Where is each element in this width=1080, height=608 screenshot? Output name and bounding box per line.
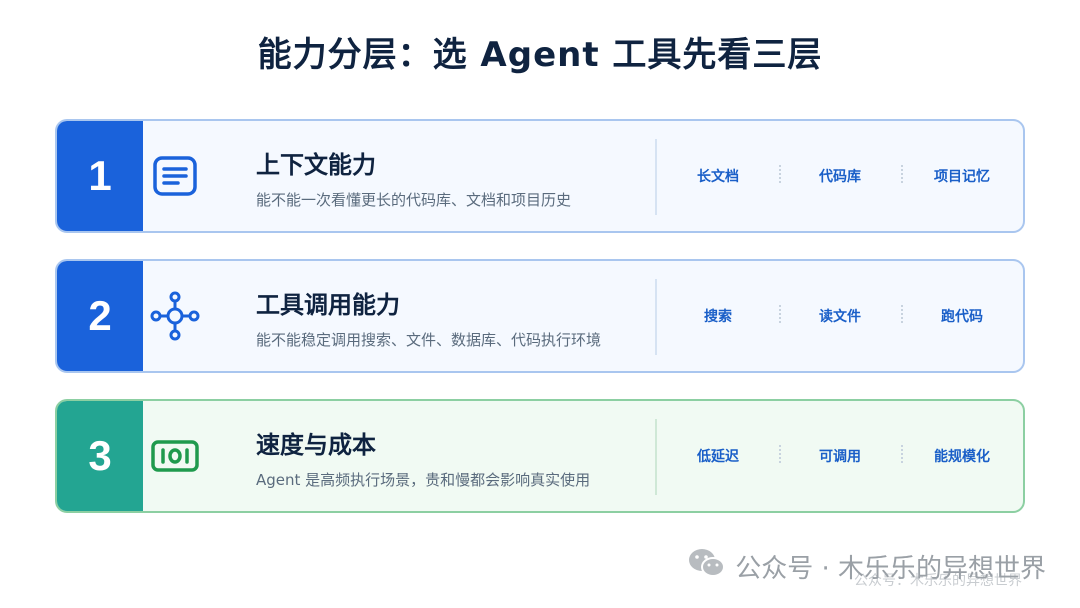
layer-card-tools: 2 工具调用能力 能不能稳定调用搜索、文件、数据库、代码执行环境 搜索 读文件 …: [55, 259, 1025, 373]
tag: 项目记忆: [901, 165, 1023, 186]
card-description: 能不能一次看懂更长的代码库、文档和项目历史: [256, 191, 572, 209]
layer-number: 1: [57, 121, 143, 231]
card-description: Agent 是高频执行场景，贵和慢都会影响真实使用: [256, 471, 591, 489]
watermark-ghost-text: 公众号：木乐乐的异想世界: [854, 573, 1022, 589]
tag: 代码库: [779, 165, 901, 186]
divider: [655, 419, 657, 495]
layer-number: 2: [57, 261, 143, 371]
card-description: 能不能稳定调用搜索、文件、数据库、代码执行环境: [256, 331, 602, 349]
tag: 能规模化: [901, 445, 1023, 466]
watermark: 公众号 · 木乐乐的异想世界: [687, 546, 1046, 586]
tag-list: 搜索 读文件 跑代码: [657, 261, 1023, 371]
card-title: 上下文能力: [256, 151, 376, 179]
watermark-text: 公众号 · 木乐乐的异想世界: [735, 553, 1046, 584]
document-icon: [143, 121, 207, 231]
tag: 读文件: [779, 305, 901, 326]
page-title: 能力分层：选 Agent 工具先看三层: [257, 35, 823, 75]
tag: 低延迟: [697, 449, 739, 465]
tag: 长文档: [697, 169, 739, 185]
divider: [655, 139, 657, 215]
tag: 跑代码: [901, 305, 1023, 326]
tag: 可调用: [779, 445, 901, 466]
cash-icon: [143, 401, 207, 511]
network-hub-icon: [143, 261, 207, 371]
layer-card-speed-cost: 3 速度与成本 Agent 是高频执行场景，贵和慢都会影响真实使用 低延迟 可调…: [55, 399, 1025, 513]
card-title: 速度与成本: [256, 431, 376, 459]
layer-number: 3: [57, 401, 143, 511]
card-title: 工具调用能力: [256, 291, 400, 319]
divider: [655, 279, 657, 355]
tag-list: 低延迟 可调用 能规模化: [657, 401, 1023, 511]
wechat-icon: [687, 546, 727, 587]
layer-card-context: 1 上下文能力 能不能一次看懂更长的代码库、文档和项目历史 长文档 代码库 项目…: [55, 119, 1025, 233]
tag: 搜索: [704, 309, 732, 325]
tag-list: 长文档 代码库 项目记忆: [657, 121, 1023, 231]
